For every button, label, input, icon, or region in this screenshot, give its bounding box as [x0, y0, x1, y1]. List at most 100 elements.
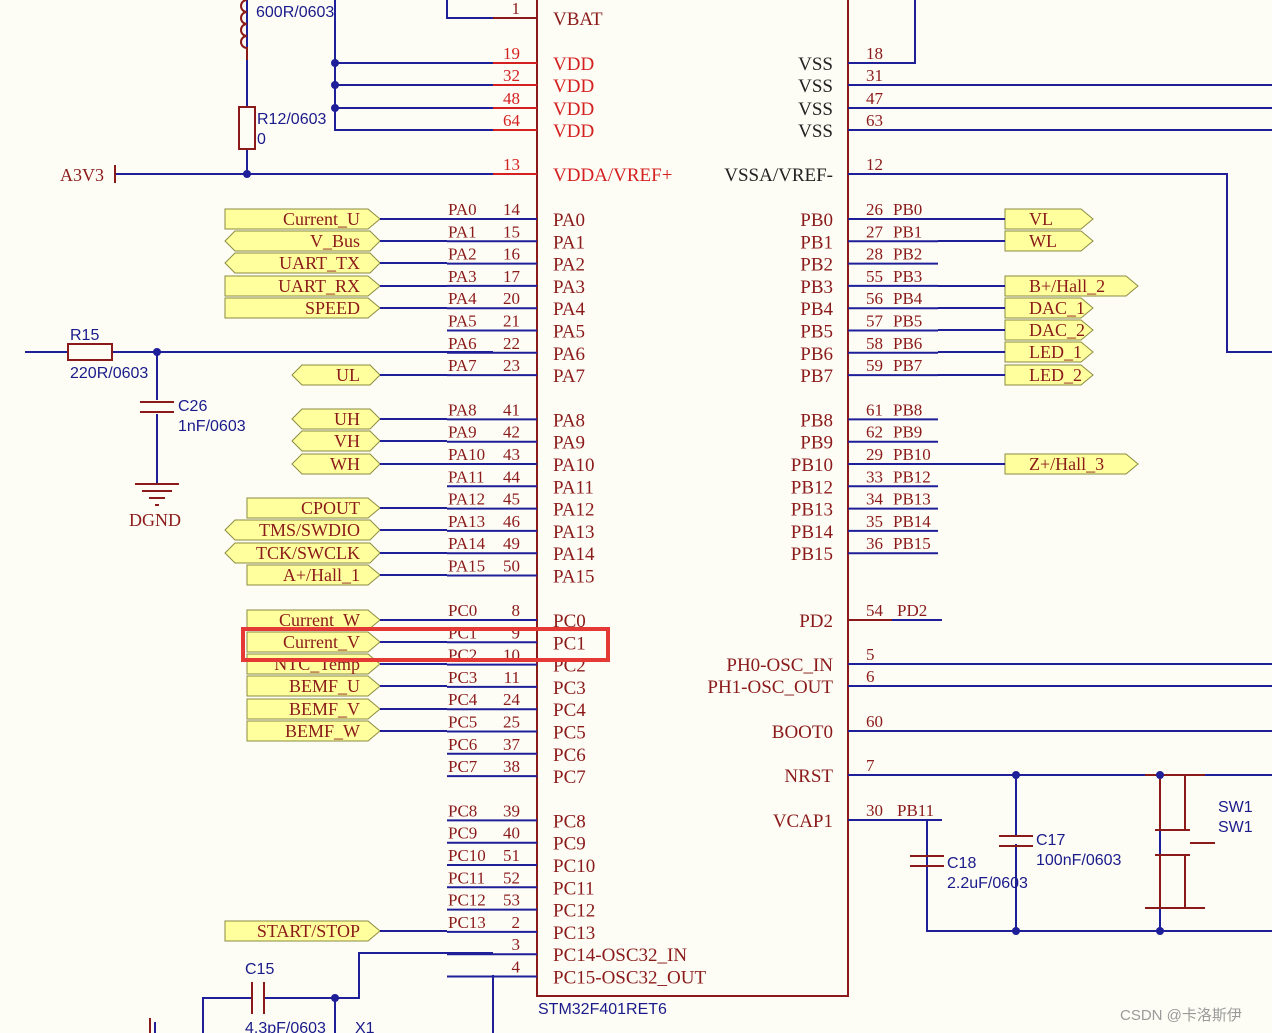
pin-number: 35: [866, 512, 883, 531]
pin-number: 11: [504, 668, 520, 687]
pin-number: 38: [503, 757, 520, 776]
net-label: PB5: [893, 312, 922, 331]
net-label: PA4: [448, 289, 477, 308]
port-label: A+/Hall_1: [283, 565, 360, 585]
pin-name: PB4: [800, 299, 833, 320]
net-label: PB12: [893, 467, 931, 486]
pin-number: 54: [866, 601, 884, 620]
c15-symbol: [251, 982, 265, 1014]
port-tag: [246, 631, 381, 653]
pin-number: 3: [512, 935, 521, 954]
pin-name: PB9: [800, 433, 833, 454]
pin-number: 48: [503, 89, 520, 108]
pin-number: 61: [866, 400, 883, 419]
pin-name: PA5: [553, 322, 585, 343]
pin-number: 24: [503, 690, 521, 709]
net-label: PB13: [893, 490, 931, 509]
pin-name: PB13: [791, 500, 833, 521]
pin-name: PB15: [791, 544, 833, 565]
pin-number: 60: [866, 712, 883, 731]
net-label: PC7: [448, 757, 478, 776]
port-tag: [224, 297, 381, 319]
net-label: PC0: [448, 601, 477, 620]
net-label: PA11: [448, 467, 485, 486]
net-label: PA5: [448, 312, 477, 331]
port-tag: [224, 275, 381, 297]
port-tag: [1004, 230, 1094, 252]
pin-name: VDDA/VREF+: [553, 165, 672, 186]
port-label: SPEED: [305, 298, 360, 318]
pin-number: 30: [866, 801, 883, 820]
pin-name: PH0-OSC_IN: [726, 655, 833, 676]
pin-name: NRST: [784, 766, 833, 787]
port-label: Current_U: [283, 209, 360, 229]
net-label: PB8: [893, 400, 922, 419]
pin-number: 14: [503, 200, 521, 219]
port-tag: [1004, 297, 1094, 319]
pin-number: 8: [512, 601, 521, 620]
c15-val: 4.3pF/0603: [245, 1020, 326, 1033]
net-label: PC6: [448, 735, 477, 754]
c17-val: 100nF/0603: [1036, 852, 1122, 869]
port-label: UART_RX: [278, 276, 360, 296]
pin-number: 26: [866, 200, 883, 219]
pin-number: 27: [866, 222, 884, 241]
r15-val: 220R/0603: [70, 365, 148, 382]
pin-name: VDD: [553, 121, 594, 142]
port-tag: [246, 609, 381, 631]
net-label: PB10: [893, 445, 931, 464]
pin-number: 58: [866, 334, 883, 353]
port-label: LED_1: [1029, 342, 1082, 362]
pin-number: 32: [503, 66, 520, 85]
pin-number: 43: [503, 445, 520, 464]
r12-symbol: [238, 106, 256, 150]
pin-number: 39: [503, 801, 520, 820]
highlight-box: [241, 627, 610, 662]
pin-name: PC8: [553, 811, 586, 832]
port-label: LED_2: [1029, 365, 1082, 385]
c17-symbol: [999, 835, 1033, 847]
pin-name: PC3: [553, 678, 586, 699]
pin-number: 59: [866, 356, 883, 375]
pin-number: 34: [866, 490, 884, 509]
pin-number: 62: [866, 423, 883, 442]
net-label: PB7: [893, 356, 923, 375]
net-label: PB4: [893, 289, 923, 308]
pin-number: 37: [503, 735, 521, 754]
port-label: TCK/SWCLK: [256, 543, 360, 563]
port-tag: [246, 497, 381, 519]
net-label: PB3: [893, 267, 922, 286]
pin-name: PA3: [553, 277, 585, 298]
pin-name: PB1: [800, 232, 833, 253]
net-label: PC1: [448, 623, 477, 642]
sw1-label-b: SW1: [1218, 819, 1253, 836]
net-label: PC9: [448, 824, 477, 843]
pin-number: 28: [866, 245, 883, 264]
port-label: V_Bus: [310, 231, 360, 251]
pin-number: 42: [503, 423, 520, 442]
pin-number: 53: [503, 891, 520, 910]
net-label: PB2: [893, 245, 922, 264]
port-label: UL: [336, 365, 360, 385]
c26-ref: C26: [178, 398, 207, 415]
pin-name: VSS: [798, 54, 833, 75]
pin-number: 40: [503, 824, 520, 843]
port-label: Current_W: [279, 610, 360, 630]
c18-symbol: [910, 855, 944, 867]
port-tag: [224, 920, 381, 942]
pin-number: 6: [866, 667, 875, 686]
net-label: PA14: [448, 534, 486, 553]
pin-name: PC12: [553, 901, 595, 922]
net-label: PC3: [448, 668, 477, 687]
pin-name: PB12: [791, 477, 833, 498]
pin-name: PC15-OSC32_OUT: [553, 968, 706, 989]
a3v3-label: A3V3: [60, 165, 104, 185]
port-label: Z+/Hall_3: [1029, 454, 1104, 474]
pin-name: PH1-OSC_OUT: [707, 677, 833, 698]
pin-name: VBAT: [553, 9, 603, 30]
pin-name: PC11: [553, 878, 595, 899]
net-label: PC12: [448, 891, 486, 910]
r12-ref: R12/0603: [257, 111, 326, 128]
pin-number: 64: [503, 111, 521, 130]
port-tag: [1004, 319, 1094, 341]
